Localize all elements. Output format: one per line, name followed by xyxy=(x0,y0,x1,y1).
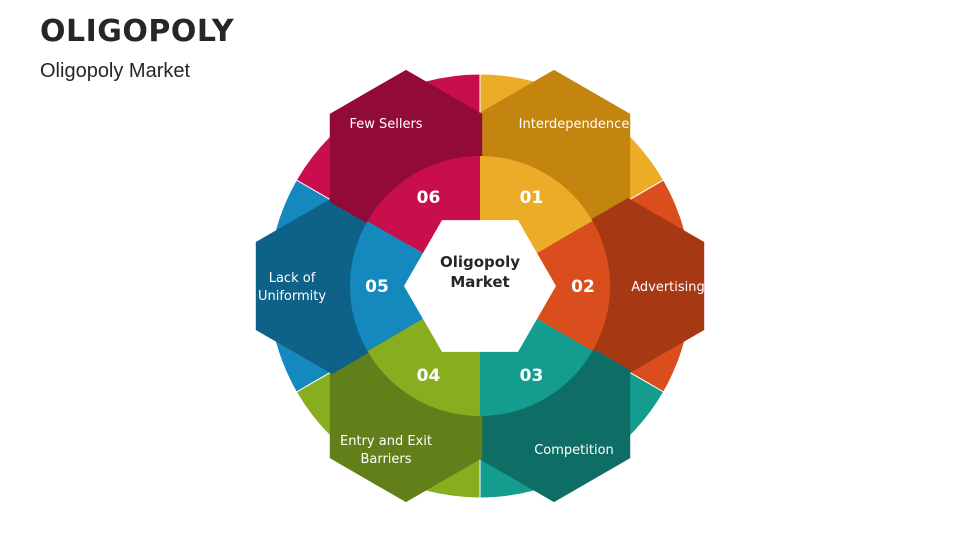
center-hexagon xyxy=(404,220,556,352)
center-label-line2: Market xyxy=(450,273,509,291)
segment-number-02: 02 xyxy=(571,277,595,297)
page-subtitle: Oligopoly Market xyxy=(40,60,191,82)
segment-label-06: Few Sellers xyxy=(349,117,422,132)
segment-number-05: 05 xyxy=(365,277,389,297)
segment-label-05-line1: Lack of xyxy=(269,271,316,286)
segment-number-03: 03 xyxy=(520,366,544,386)
segment-number-01: 01 xyxy=(520,188,544,208)
page-title: OLIGOPOLY xyxy=(40,14,235,49)
segment-number-06: 06 xyxy=(417,188,441,208)
center-label-line1: Oligopoly xyxy=(440,253,520,271)
segment-label-04-line1: Entry and Exit xyxy=(340,434,432,449)
segment-label-03: Competition xyxy=(534,443,614,458)
segment-labels: 01 Interdependence 02 Advertising 03Competit… xyxy=(258,117,705,467)
segment-label-02: Advertising xyxy=(631,280,705,295)
segment-label-01: Interdependence xyxy=(519,117,630,132)
segment-label-04-line2: Barriers xyxy=(360,452,411,467)
segment-number-04: 04 xyxy=(417,366,441,386)
segment-label-05-line2: Uniformity xyxy=(258,289,326,304)
